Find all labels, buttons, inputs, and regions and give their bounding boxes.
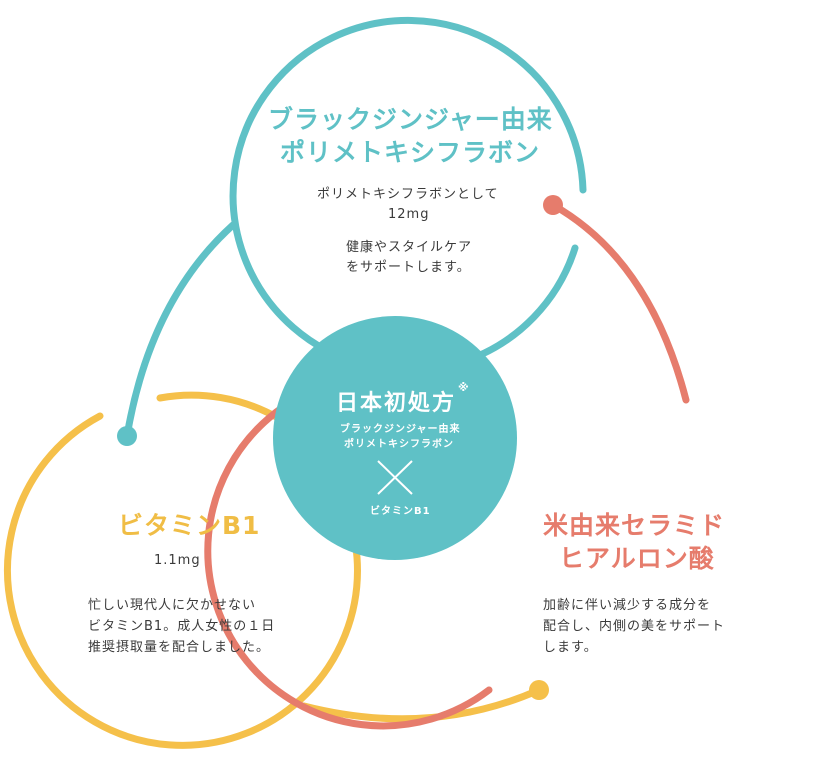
teal-connector-dot [117, 426, 137, 446]
right-desc-line2: 配合し、内側の美をサポート [543, 619, 726, 634]
center-line3: ビタミンB1 [370, 506, 431, 517]
center-line1: ブラックジンジャー由来 [340, 424, 461, 435]
right-title-line1: 米由来セラミド [543, 511, 726, 540]
yellow-connector-arc [300, 686, 543, 723]
top-desc-line1: 健康やスタイルケア [346, 240, 473, 255]
left-desc-line3: 推奨摂取量を配合しました。 [88, 640, 271, 655]
left-amount: 1.1mg [154, 553, 201, 568]
center-line2: ポリメトキシフラボン [344, 439, 454, 450]
coral-connector-arc [549, 201, 690, 404]
left-title: ビタミンB1 [118, 511, 261, 540]
top-desc-line2: をサポートします。 [346, 260, 471, 275]
top-title-line1: ブラックジンジャー由来 [268, 105, 553, 134]
top-amount-line2: 12mg [388, 207, 430, 222]
teal-connector-arc [123, 221, 237, 440]
left-yellow-ring-top [156, 391, 282, 422]
top-title-line2: ポリメトキシフラボン [280, 138, 541, 167]
cross-line-2 [377, 460, 413, 495]
coral-connector-dot [543, 195, 563, 215]
left-desc-line1: 忙しい現代人に欠かせない [88, 598, 257, 613]
center-circle [273, 316, 517, 560]
yellow-connector-dot [529, 680, 549, 700]
center-title-mark: ※ [458, 381, 471, 394]
right-desc-line1: 加齢に伴い減少する成分を [543, 598, 712, 613]
right-title-line2: ヒアルロン酸 [559, 544, 715, 573]
top-amount-line1: ポリメトキシフラボンとして [317, 187, 499, 202]
center-title: 日本初処方※ [336, 381, 471, 416]
left-desc-line2: ビタミンB1。成人女性の１日 [88, 619, 276, 634]
right-desc-line3: します。 [543, 640, 598, 655]
